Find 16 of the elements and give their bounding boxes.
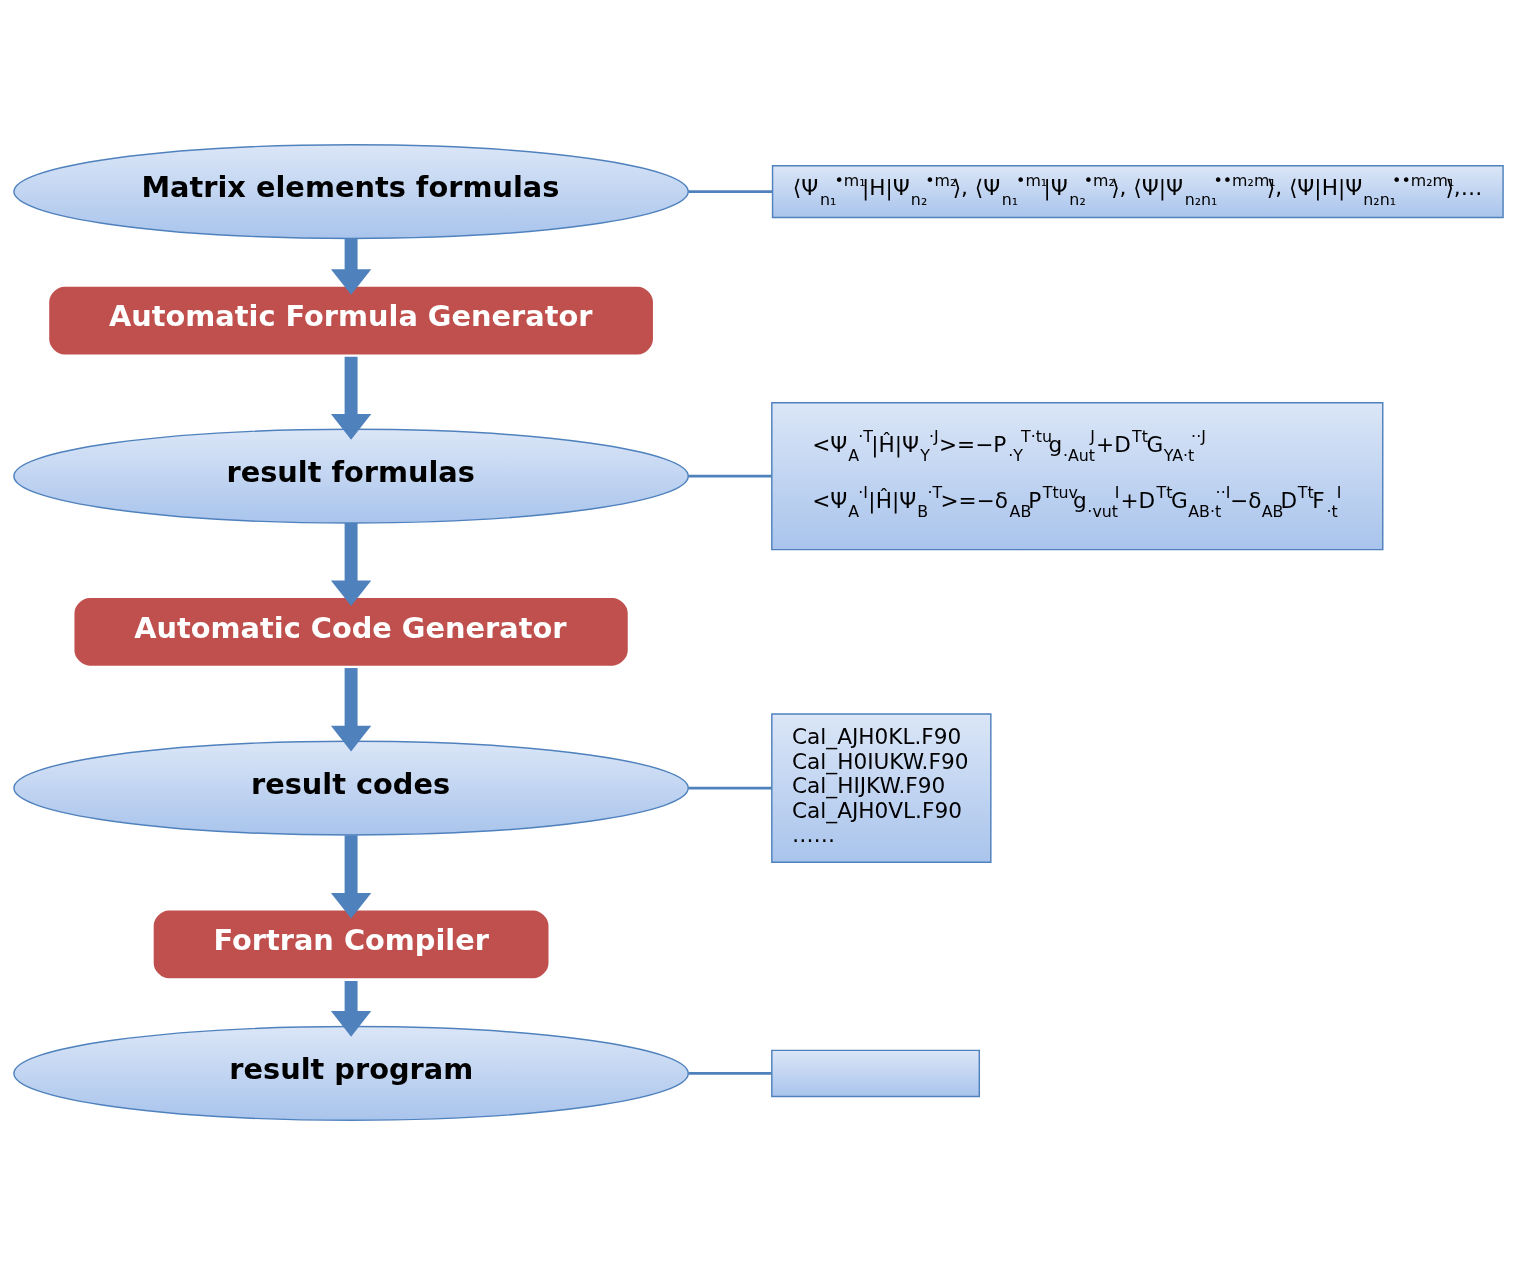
node-ellipse: result codes [13,740,689,836]
connector [688,474,772,478]
node-ellipse: result program [13,1025,689,1121]
connector [688,786,772,790]
arrow [330,835,372,919]
node-ellipse: result formulas [13,428,689,524]
arrow [330,238,372,295]
arrow [330,981,372,1037]
node-ellipse: Matrix elements formulas [13,144,689,240]
node-box [771,1049,981,1098]
connector [688,190,773,194]
node-box: Cal_AJH0KL.F90 Cal_H0IUKW.F90 Cal_HIJKW.F90 Cal_AJH0VL.F90 …… [771,713,992,864]
arrow [330,523,372,606]
connector [688,1071,772,1075]
arrow [330,668,372,752]
arrow [330,356,372,440]
